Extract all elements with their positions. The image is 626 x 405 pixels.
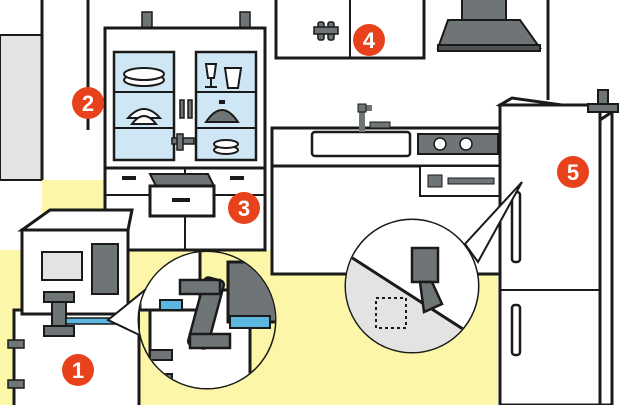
badge-3: 3	[228, 192, 260, 224]
range-hood	[436, 0, 542, 52]
badge-2-label: 2	[82, 91, 94, 116]
refrigerator	[495, 89, 619, 405]
badge-2: 2	[72, 87, 104, 119]
badge-4: 4	[353, 24, 385, 56]
badge-1: 1	[62, 354, 94, 386]
lock-detail-magnifier-right	[344, 181, 523, 354]
badge-4-label: 4	[363, 28, 376, 53]
badge-1-label: 1	[72, 358, 84, 383]
badge-3-label: 3	[238, 196, 250, 221]
microwave-and-counter-cabinet	[7, 208, 141, 405]
glass-cupboard	[103, 11, 267, 170]
wall-cabinet	[274, 0, 426, 60]
wall-panel	[0, 34, 43, 181]
badge-5: 5	[557, 156, 589, 188]
badge-5-label: 5	[567, 160, 579, 185]
